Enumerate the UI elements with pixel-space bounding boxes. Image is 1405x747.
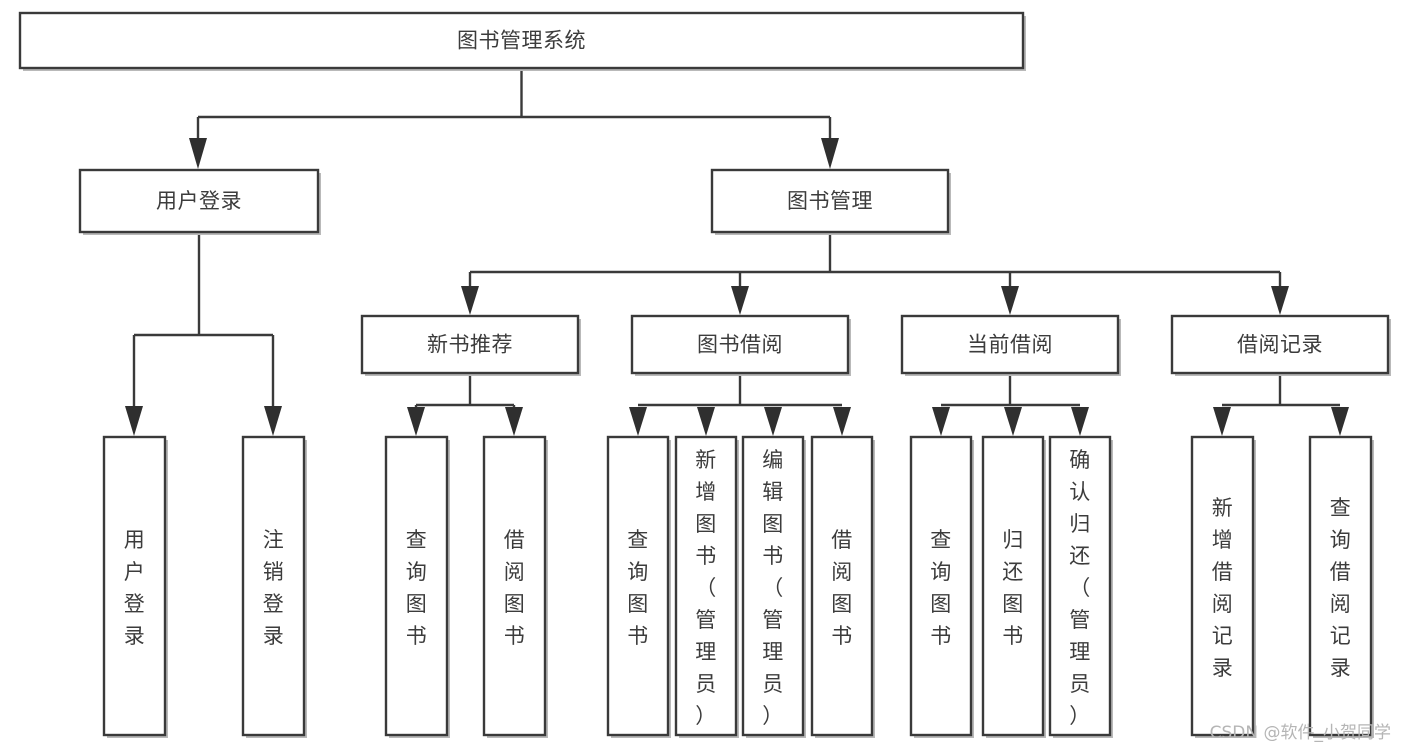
- node-book-manage[interactable]: 图书管理: [710, 168, 951, 235]
- connector-bookmanage-to-level3: [461, 232, 1289, 315]
- node-rect[interactable]: [909, 435, 973, 737]
- connector-currentborrow-to-leaves: [932, 373, 1089, 436]
- node-label: 当前借阅: [967, 333, 1053, 357]
- node-leaf-add-record[interactable]: 新增借阅记录: [1190, 435, 1256, 738]
- arrow-head-icon: [1001, 286, 1019, 315]
- arrow-head-icon: [1331, 407, 1349, 436]
- node-leaf-logout[interactable]: 注销登录: [241, 435, 307, 738]
- node-rect[interactable]: [102, 435, 167, 737]
- node-leaf-add-book[interactable]: 新增图书（管理员）: [674, 435, 739, 738]
- node-label: 图书管理系统: [457, 29, 586, 53]
- node-rect[interactable]: [18, 11, 1025, 70]
- node-label: 查询图书: [627, 528, 649, 648]
- arrow-head-icon: [697, 407, 715, 436]
- node-label: 用户登录: [124, 528, 146, 648]
- node-rect[interactable]: [900, 314, 1120, 375]
- node-rect[interactable]: [1170, 314, 1390, 375]
- connector-borrowrecord-to-leaves: [1213, 373, 1349, 436]
- node-rect[interactable]: [710, 168, 950, 234]
- node-rect[interactable]: [241, 435, 306, 737]
- node-label: 图书管理: [787, 189, 873, 213]
- csdn-watermark: CSDN @软件_小贺同学: [1209, 723, 1391, 743]
- node-book-borrow[interactable]: 图书借阅: [630, 314, 851, 376]
- arrow-head-icon: [1213, 407, 1231, 436]
- node-rect[interactable]: [1308, 435, 1373, 737]
- node-label: 借阅记录: [1237, 333, 1323, 357]
- arrow-head-icon: [407, 407, 425, 436]
- arrow-head-icon: [189, 138, 207, 169]
- node-label: 查询图书: [930, 528, 952, 648]
- node-leaf-query-record[interactable]: 查询借阅记录: [1308, 435, 1374, 738]
- node-borrow-record[interactable]: 借阅记录: [1170, 314, 1391, 376]
- node-current-borrow[interactable]: 当前借阅: [900, 314, 1121, 376]
- node-leaf-confirm-return[interactable]: 确认归还（管理员）: [1048, 435, 1113, 738]
- node-leaf-query-book-borrow[interactable]: 查询图书: [606, 435, 671, 738]
- node-rect[interactable]: [810, 435, 874, 737]
- node-rect[interactable]: [360, 314, 580, 375]
- node-label: 归还图书: [1002, 528, 1024, 648]
- arrow-head-icon: [1071, 407, 1089, 436]
- node-label: 用户登录: [156, 189, 242, 213]
- node-label: 借阅图书: [504, 528, 526, 648]
- node-rect[interactable]: [1190, 435, 1255, 737]
- arrow-head-icon: [821, 138, 839, 169]
- node-label: 查询借阅记录: [1330, 496, 1352, 680]
- arrow-head-icon: [764, 407, 782, 436]
- node-rect[interactable]: [630, 314, 850, 375]
- node-label: 新增图书（管理员）: [695, 448, 717, 728]
- arrow-head-icon: [833, 407, 851, 436]
- node-rect[interactable]: [674, 435, 738, 737]
- node-new-book-recommend[interactable]: 新书推荐: [360, 314, 581, 376]
- node-label: 借阅图书: [831, 528, 853, 648]
- node-leaf-borrow-book[interactable]: 借阅图书: [810, 435, 875, 738]
- arrow-head-icon: [1271, 286, 1289, 315]
- node-root[interactable]: 图书管理系统: [18, 11, 1026, 71]
- node-leaf-edit-book[interactable]: 编辑图书（管理员）: [741, 435, 806, 738]
- node-leaf-query-book-cur[interactable]: 查询图书: [909, 435, 974, 738]
- node-leaf-user-login[interactable]: 用户登录: [102, 435, 168, 738]
- node-label: 注销登录: [263, 528, 285, 648]
- node-rect[interactable]: [981, 435, 1045, 737]
- arrow-head-icon: [125, 406, 143, 436]
- node-leaf-return-book[interactable]: 归还图书: [981, 435, 1046, 738]
- node-rect[interactable]: [1048, 435, 1112, 737]
- arrow-head-icon: [629, 407, 647, 436]
- node-rect[interactable]: [606, 435, 670, 737]
- node-label: 新增借阅记录: [1212, 496, 1234, 680]
- connector-root-to-level2: [189, 68, 839, 169]
- node-rect[interactable]: [78, 168, 320, 234]
- node-label: 新书推荐: [427, 333, 513, 357]
- node-label: 确认归还（管理员）: [1069, 448, 1091, 728]
- arrow-head-icon: [932, 407, 950, 436]
- node-leaf-borrow-book-rec[interactable]: 借阅图书: [482, 435, 548, 738]
- node-label: 查询图书: [406, 528, 428, 648]
- arrow-head-icon: [731, 286, 749, 315]
- node-rect[interactable]: [482, 435, 547, 737]
- connector-userlogin-to-leaves: [125, 232, 282, 436]
- arrow-head-icon: [461, 286, 479, 315]
- node-user-login[interactable]: 用户登录: [78, 168, 321, 235]
- connector-bookborrow-to-leaves: [629, 373, 851, 436]
- arrow-head-icon: [505, 407, 523, 436]
- node-leaf-query-book-rec[interactable]: 查询图书: [384, 435, 450, 738]
- connector-newbook-to-leaves: [407, 373, 523, 436]
- node-label: 图书借阅: [697, 333, 783, 357]
- arrow-head-icon: [264, 406, 282, 436]
- node-rect[interactable]: [741, 435, 805, 737]
- node-rect[interactable]: [384, 435, 449, 737]
- arrow-head-icon: [1004, 407, 1022, 436]
- node-label: 编辑图书（管理员）: [762, 448, 784, 728]
- nodes-layer: 图书管理系统用户登录图书管理新书推荐图书借阅当前借阅借阅记录用户登录注销登录查询…: [18, 11, 1391, 738]
